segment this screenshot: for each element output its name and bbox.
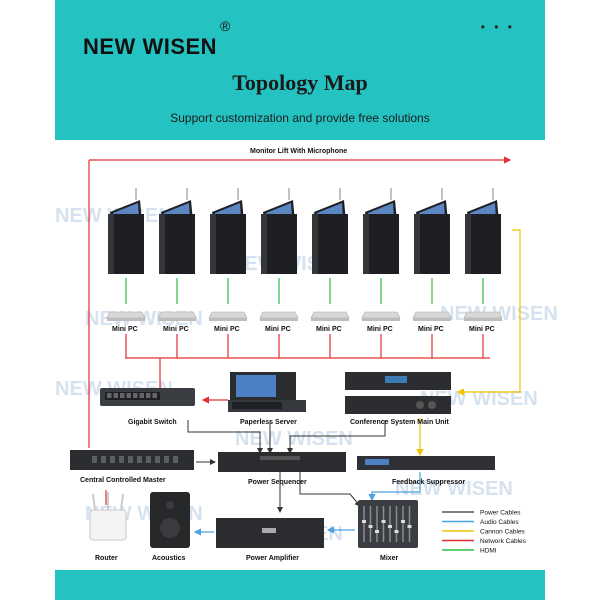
mini-pc[interactable]: Mini PC xyxy=(463,311,503,358)
power-sequencer-label: Power Sequencer xyxy=(248,479,307,486)
legend-label: Audio Cables xyxy=(480,519,519,526)
power-cable-3 xyxy=(287,420,386,454)
paperless-server-label: Paperless Server xyxy=(240,419,297,426)
mixer[interactable]: Mixer xyxy=(358,500,418,562)
mini-pc-label: Mini PC xyxy=(316,326,342,333)
mini-pc[interactable]: Mini PC xyxy=(208,311,248,358)
legend-item: HDMI xyxy=(442,548,497,555)
monitor-lift[interactable] xyxy=(312,188,348,304)
monitor-lift-row xyxy=(108,188,501,304)
mini-pc[interactable]: Mini PC xyxy=(412,311,452,358)
monitor-lift[interactable] xyxy=(414,188,450,304)
router-label: Router xyxy=(95,555,118,562)
feedback-suppressor[interactable]: Feedback Suppressor xyxy=(357,456,495,486)
watermark-text: NEW WISEN xyxy=(395,478,513,500)
central-master-label: Central Controlled Master xyxy=(80,477,166,484)
legend-label: Network Cables xyxy=(480,538,527,545)
monitor-lift[interactable] xyxy=(210,188,246,304)
mini-pc-label: Mini PC xyxy=(469,326,495,333)
mini-pc[interactable]: Mini PC xyxy=(157,311,197,358)
mini-pc[interactable]: Mini PC xyxy=(361,311,401,358)
mini-pc-label: Mini PC xyxy=(214,326,240,333)
mixer-label: Mixer xyxy=(380,555,399,562)
mini-pc-label: Mini PC xyxy=(163,326,189,333)
legend-item: Cannon Cables xyxy=(442,529,526,536)
legend-label: Cannon Cables xyxy=(480,529,526,536)
legend-item: Network Cables xyxy=(442,538,527,545)
mini-pc-row: Mini PC Mini PC Mini PC Mini PC Mini PC Mini … xyxy=(106,311,503,358)
watermark-text: NEW WISEN xyxy=(235,428,353,450)
page-title: Topology Map xyxy=(232,70,368,95)
header-banner: NEW WISEN ® • • • Topology Map Support c… xyxy=(55,0,545,140)
page-subtitle: Support customization and provide free s… xyxy=(170,111,430,125)
monitor-lift[interactable] xyxy=(261,188,297,304)
brand-logo: NEW WISEN xyxy=(83,34,218,59)
mini-pc[interactable]: Mini PC xyxy=(259,311,299,358)
mini-pc[interactable]: Mini PC xyxy=(310,311,350,358)
feedback-suppressor-label: Feedback Suppressor xyxy=(392,479,465,486)
mini-pc[interactable]: Mini PC xyxy=(106,311,146,358)
power-cable-1 xyxy=(187,420,263,454)
legend-item: Power Cables xyxy=(442,510,521,517)
mini-pc-label: Mini PC xyxy=(418,326,444,333)
monitor-lift-label: Monitor Lift With Microphone xyxy=(250,148,347,155)
power-cable-mixer xyxy=(299,472,361,507)
audio-cable-feedback-mixer xyxy=(368,472,421,502)
footer-banner xyxy=(55,570,545,600)
legend-label: HDMI xyxy=(480,548,497,555)
legend-item: Audio Cables xyxy=(442,519,519,526)
acoustics-label: Acoustics xyxy=(152,555,186,562)
acoustics-speaker[interactable]: Acoustics xyxy=(150,492,190,562)
central-controlled-master[interactable]: Central Controlled Master xyxy=(70,450,194,484)
power-sequencer[interactable]: Power Sequencer xyxy=(218,452,346,486)
legend-label: Power Cables xyxy=(480,510,521,517)
menu-dots-icon[interactable]: • • • xyxy=(480,20,515,34)
power-amplifier-label: Power Amplifier xyxy=(246,555,299,562)
power-amplifier[interactable]: Power Amplifier xyxy=(216,518,324,562)
mini-pc-label: Mini PC xyxy=(112,326,138,333)
cannon-cable-right xyxy=(456,229,521,396)
monitor-lift[interactable] xyxy=(465,188,501,304)
conference-main-label: Conference System Main Unit xyxy=(350,419,449,426)
monitor-lift[interactable] xyxy=(363,188,399,304)
paperless-server[interactable]: Paperless Server xyxy=(228,372,306,426)
gigabit-switch-label: Gigabit Switch xyxy=(128,419,177,426)
monitor-lift[interactable] xyxy=(108,188,144,304)
registered-mark: ® xyxy=(220,18,231,34)
conference-main-unit[interactable]: Conference System Main Unit xyxy=(345,372,451,426)
monitor-lift[interactable] xyxy=(159,188,195,304)
mini-pc-label: Mini PC xyxy=(265,326,291,333)
router[interactable]: Router xyxy=(89,492,127,562)
gigabit-switch[interactable]: Gigabit Switch xyxy=(100,388,195,426)
mini-pc-label: Mini PC xyxy=(367,326,393,333)
